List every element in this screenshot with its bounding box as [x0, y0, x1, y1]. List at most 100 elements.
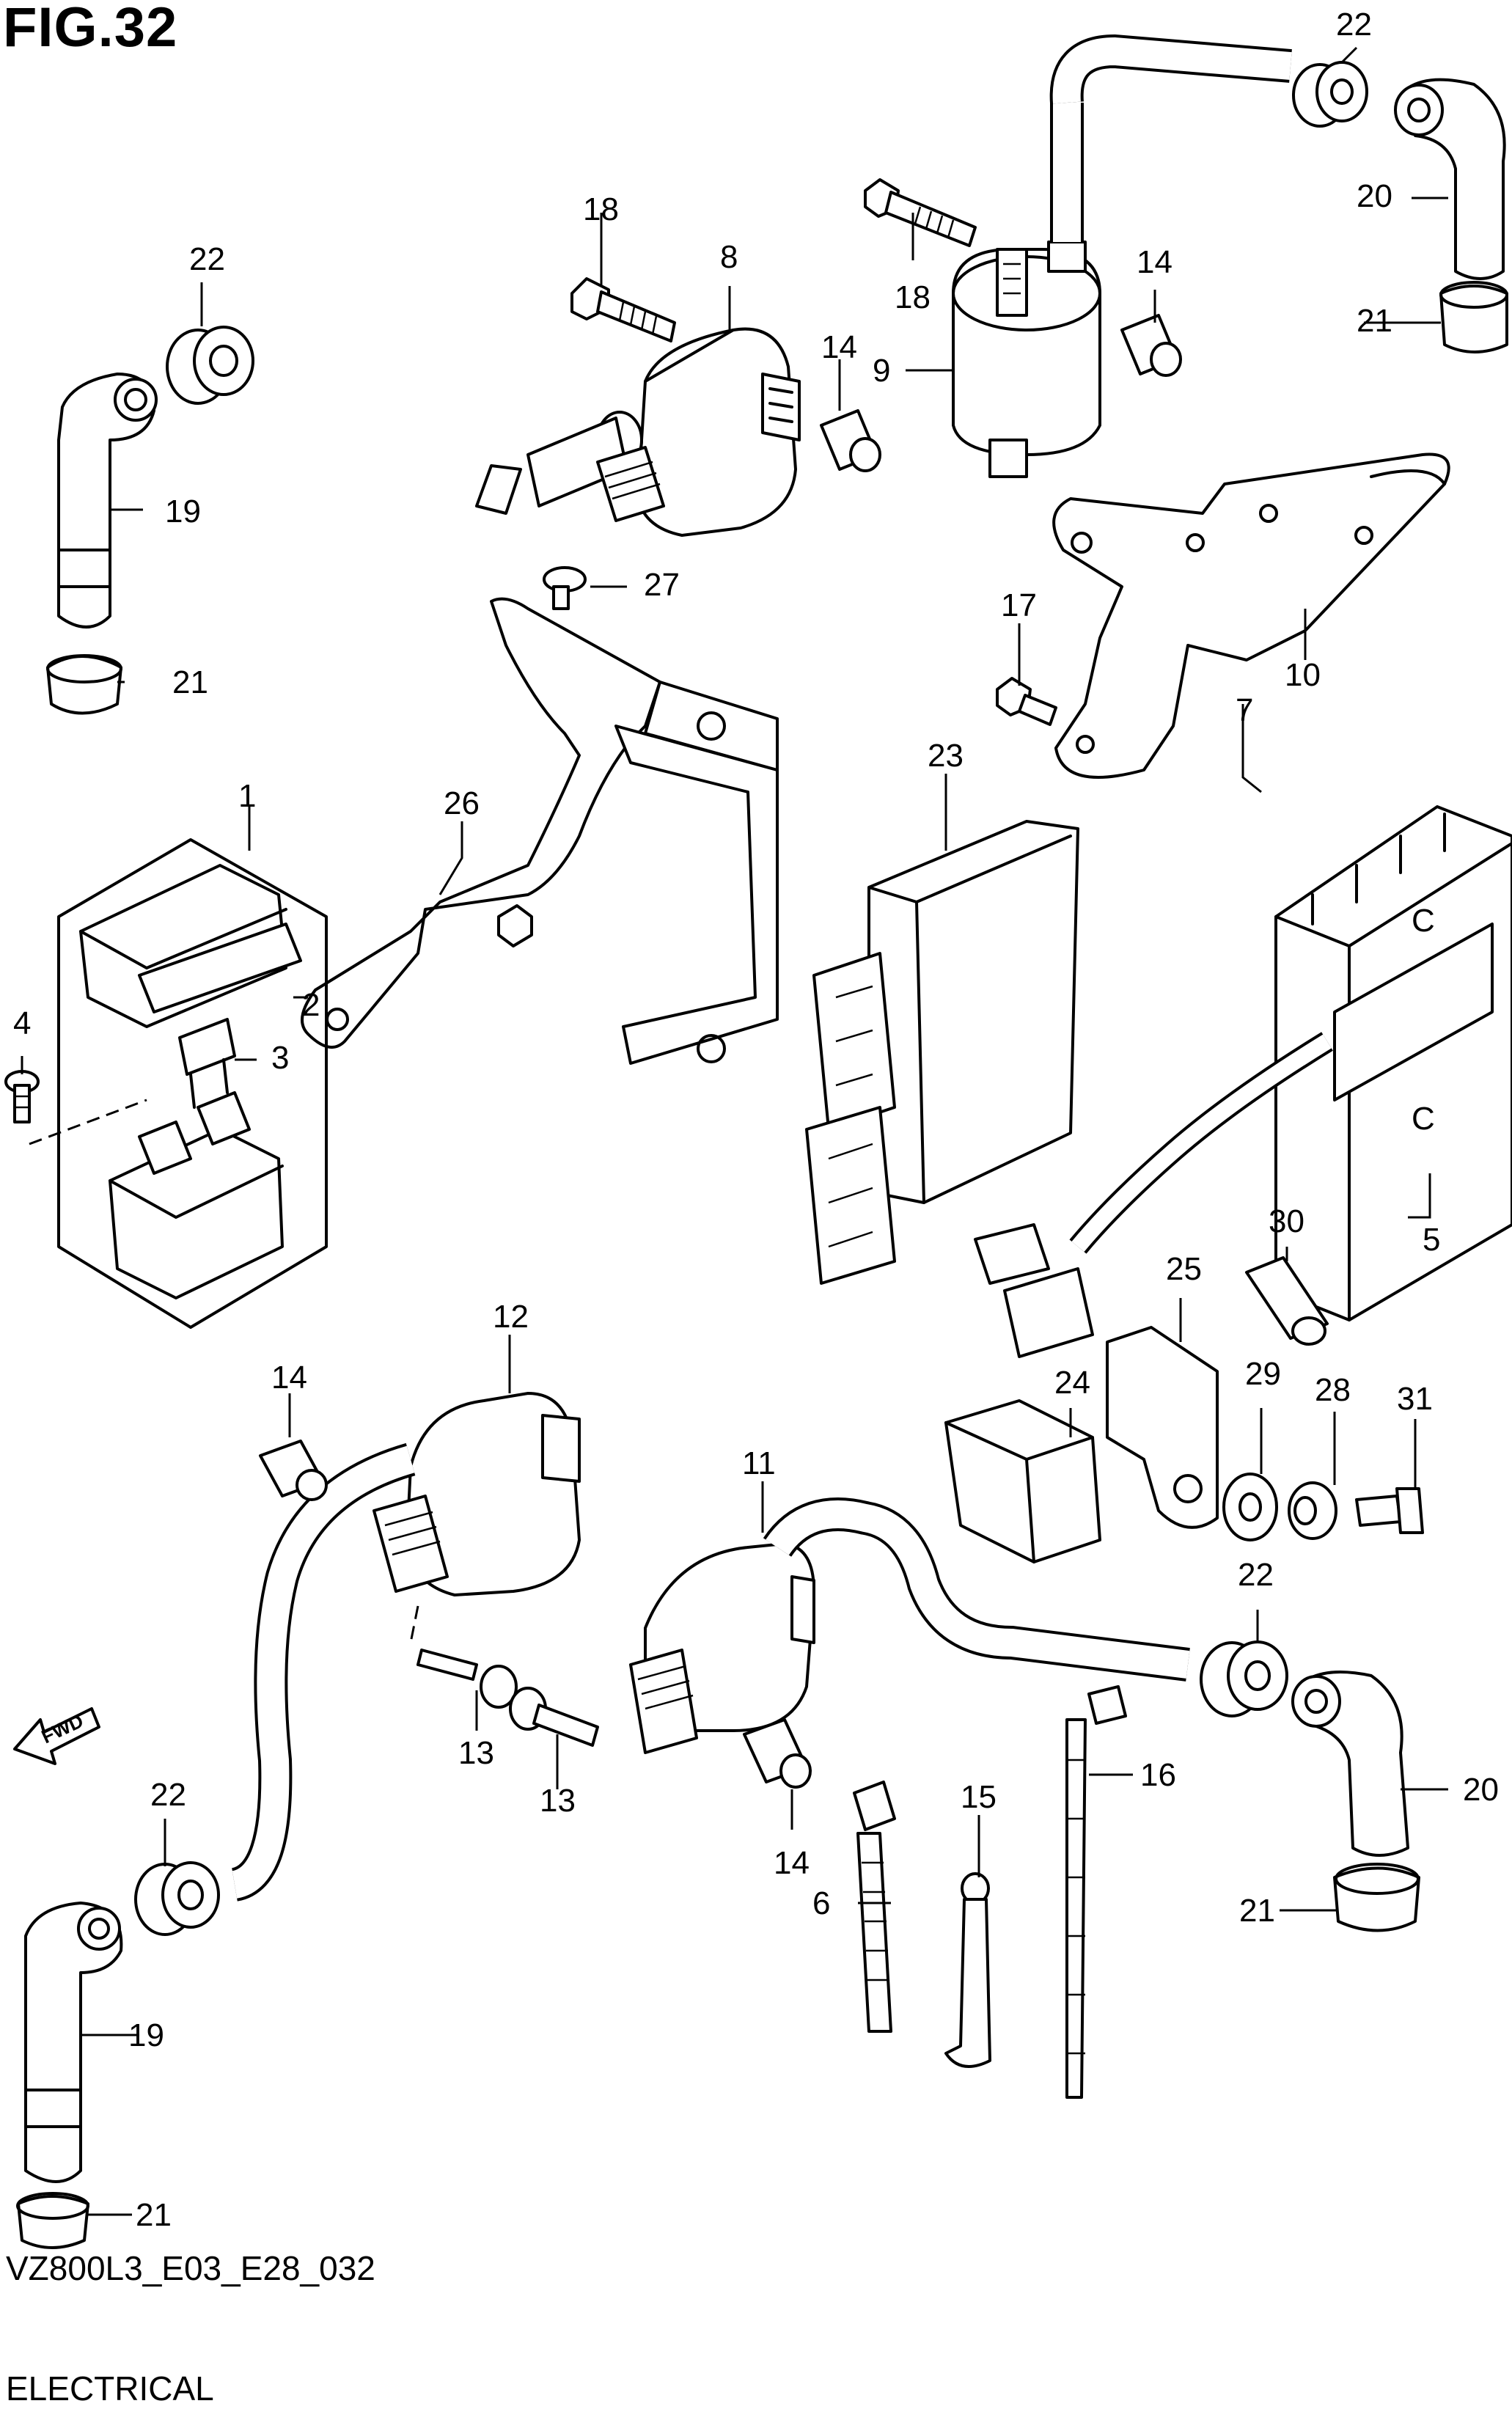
callout-14c: 14	[1137, 244, 1172, 280]
ignition-coil-11	[629, 1542, 815, 1754]
callout-22a: 22	[1336, 7, 1372, 43]
band-15	[944, 1872, 991, 2068]
callout-3: 3	[271, 1040, 289, 1076]
callout-28: 28	[1315, 1372, 1351, 1408]
callout-9: 9	[873, 353, 890, 389]
callout-5: 5	[1423, 1222, 1440, 1258]
callout-18b: 18	[583, 191, 619, 227]
bolt-18-left	[570, 277, 676, 342]
callout-19b: 19	[128, 2017, 164, 2053]
bolt-17	[996, 677, 1057, 726]
bolt-31	[1355, 1487, 1424, 1534]
clamp-6	[853, 1781, 896, 2033]
wire-harness-5	[974, 1032, 1333, 1358]
washer-29	[1222, 1473, 1278, 1541]
ignition-coil-12	[373, 1392, 581, 1596]
callout-leaders	[21, 46, 1448, 2216]
fuse-3	[178, 1018, 236, 1109]
callout-13b: 13	[540, 1783, 576, 1819]
callout-20a: 20	[1357, 178, 1392, 214]
spacer-14-lower-left	[259, 1440, 328, 1501]
callout-12: 12	[493, 1299, 529, 1335]
screw-27	[543, 566, 587, 610]
callout-30: 30	[1269, 1203, 1304, 1239]
leader-dashed-4	[29, 1099, 147, 1145]
callout-26: 26	[444, 785, 480, 821]
callout-14b: 14	[821, 329, 857, 365]
callout-29: 29	[1245, 1356, 1281, 1392]
leader-dashed-12	[409, 1605, 419, 1643]
high-tension-cord-top	[1049, 34, 1292, 242]
high-tension-cord-lower-right	[763, 1497, 1190, 1682]
ignition-coil-8	[526, 327, 801, 537]
callout-18a: 18	[895, 279, 931, 315]
collar-28	[1288, 1481, 1337, 1540]
callout-21b: 21	[172, 664, 208, 700]
seal-21-lower-left	[16, 2192, 89, 2249]
callout-6: 6	[812, 1885, 830, 1921]
callout-22b: 22	[189, 241, 225, 277]
callout-21a: 21	[1357, 303, 1392, 339]
fwd-arrow-icon: FWD	[13, 1707, 100, 1765]
callout-21c: 21	[1239, 1893, 1275, 1929]
callout-10: 10	[1285, 657, 1321, 693]
spacer-30	[1245, 1256, 1329, 1346]
seal-21-upper-left	[46, 654, 122, 715]
callout-15: 15	[961, 1779, 997, 1815]
callout-22c: 22	[1238, 1557, 1274, 1593]
callout-11: 11	[742, 1445, 776, 1481]
figure-caption: ELECTRICAL	[6, 2369, 214, 2408]
callout-14d: 14	[774, 1845, 810, 1881]
callout-4: 4	[13, 1005, 31, 1041]
spacer-14-lower-middle	[743, 1718, 812, 1789]
callout-13a: 13	[458, 1735, 494, 1771]
plug-cap-20-top	[1394, 78, 1506, 280]
cap-22-top-right	[1292, 61, 1368, 128]
clamp-16	[1065, 1685, 1127, 2099]
bracket-26	[301, 597, 779, 1065]
bracket-10	[1052, 452, 1450, 779]
bolt-13-left	[416, 1649, 518, 1709]
callout-7: 7	[1236, 692, 1253, 728]
callout-21d: 21	[136, 2197, 172, 2233]
high-tension-cord-upper-left	[266, 340, 522, 515]
seal-21-lower-right	[1333, 1863, 1420, 1932]
screw-4	[4, 1070, 40, 1123]
callout-24: 24	[1054, 1365, 1090, 1401]
callout-19a: 19	[165, 494, 201, 529]
seal-21-top-right	[1439, 281, 1508, 353]
spacer-14-upper-middle	[820, 409, 881, 472]
figure-title: FIG.32	[3, 0, 178, 59]
callout-17: 17	[1001, 587, 1037, 623]
plug-cap-19-lower	[24, 1902, 123, 2183]
bolt-13-right	[509, 1687, 599, 1747]
ignition-coil-9	[952, 241, 1101, 478]
callout-16: 16	[1140, 1757, 1176, 1793]
ecm-23	[805, 820, 1079, 1285]
cap-22-upper-left	[166, 326, 254, 405]
callout-25: 25	[1166, 1251, 1202, 1287]
callout-1: 1	[238, 778, 256, 814]
callout-22d: 22	[150, 1777, 186, 1813]
high-tension-cord-lower-left	[230, 1442, 416, 1902]
callout-20b: 20	[1463, 1772, 1499, 1808]
callout-2: 2	[302, 987, 320, 1023]
callout-14a: 14	[271, 1360, 307, 1396]
plug-cap-19-upper	[57, 373, 158, 628]
spacer-14-top-right	[1120, 314, 1182, 377]
plug-cap-20-lower	[1291, 1671, 1409, 1857]
callout-labels: 1 2 3 4 5 6 7 8 9 10 11 12 13 13 14 14 1…	[13, 7, 1499, 2233]
cap-22-lower-right	[1200, 1640, 1288, 1717]
callout-8: 8	[720, 239, 738, 275]
callout-23: 23	[928, 738, 964, 774]
bolt-18-top	[864, 178, 977, 247]
bracket-25	[1106, 1326, 1219, 1529]
callout-31: 31	[1397, 1381, 1433, 1417]
regulator-5: C C	[1274, 805, 1512, 1321]
model-code: VZ800L3_E03_E28_032	[6, 2249, 375, 2287]
relay-24	[944, 1399, 1101, 1563]
cap-22-lower-left	[134, 1861, 220, 1936]
callout-27: 27	[644, 567, 680, 603]
svg-text:C: C	[1412, 903, 1435, 939]
